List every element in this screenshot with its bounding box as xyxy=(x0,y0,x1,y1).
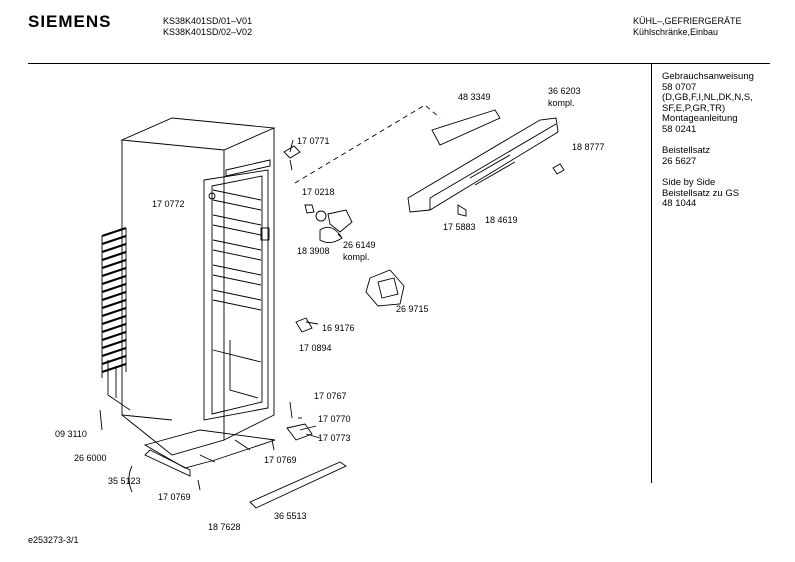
refrigerator-cabinet xyxy=(107,117,276,477)
part-label: 26 6149 xyxy=(343,240,376,250)
part-label: 18 3908 xyxy=(297,246,330,256)
brand-logo: SIEMENS xyxy=(28,12,112,31)
side-line: (D,GB,F,I,NL,DK,N,S, xyxy=(662,92,753,104)
side-line: Gebrauchsanweisung xyxy=(662,71,754,82)
category-line-1: KÜHL–,GEFRIERGERÄTE xyxy=(633,16,742,26)
part-label: 09 3110 xyxy=(55,429,87,439)
model-number-2: KS38K401SD/02–V02 xyxy=(163,27,253,37)
part-label: 26 6000 xyxy=(74,453,107,463)
part-label: 17 0767 xyxy=(314,391,347,401)
side-line: 58 0241 xyxy=(662,124,697,135)
part-label: kompl. xyxy=(548,98,575,108)
side-panel-divider xyxy=(651,63,652,483)
part-label: 17 5883 xyxy=(443,222,476,232)
side-line: Beistellsatz xyxy=(662,145,711,157)
part-label: 17 0769 xyxy=(158,492,191,502)
side-line: Side by Side xyxy=(662,177,716,188)
part-label: 17 0769 xyxy=(264,455,297,465)
document-id: e253273-3/1 xyxy=(28,535,79,545)
part-label: 17 0771 xyxy=(297,136,330,146)
part-label: 17 0894 xyxy=(299,343,332,353)
side-line: 58 0707 xyxy=(662,81,697,93)
side-line: Beistellsatz zu GS xyxy=(662,187,740,199)
model-number-1: KS38K401SD/01–V01 xyxy=(163,16,253,26)
part-label: 17 0772 xyxy=(152,199,185,209)
part-label: 48 3349 xyxy=(458,92,491,102)
part-label: 18 4619 xyxy=(485,215,518,225)
category-line-2: Kühlschränke,Einbau xyxy=(633,27,719,37)
part-label: 17 0218 xyxy=(302,187,335,197)
part-label: 17 0773 xyxy=(318,433,351,443)
control-panel xyxy=(407,109,565,217)
part-label: 26 9715 xyxy=(396,304,429,314)
side-line: 48 1044 xyxy=(662,198,697,210)
part-label: 36 5513 xyxy=(274,511,307,521)
part-label: kompl. xyxy=(343,252,370,262)
part-label: 17 0770 xyxy=(318,414,351,424)
side-line: SF,E,P,GR,TR) xyxy=(662,102,726,114)
part-label: 18 7628 xyxy=(208,522,241,532)
part-label: 36 6203 xyxy=(548,86,581,96)
side-line: 26 5627 xyxy=(662,155,697,167)
part-label: 35 5123 xyxy=(108,476,141,486)
part-label: 16 9176 xyxy=(322,323,355,333)
part-label: 18 8777 xyxy=(572,142,605,152)
condenser-coil xyxy=(101,226,127,378)
side-line: Montageanleitung xyxy=(662,113,738,125)
header-divider xyxy=(28,63,770,64)
